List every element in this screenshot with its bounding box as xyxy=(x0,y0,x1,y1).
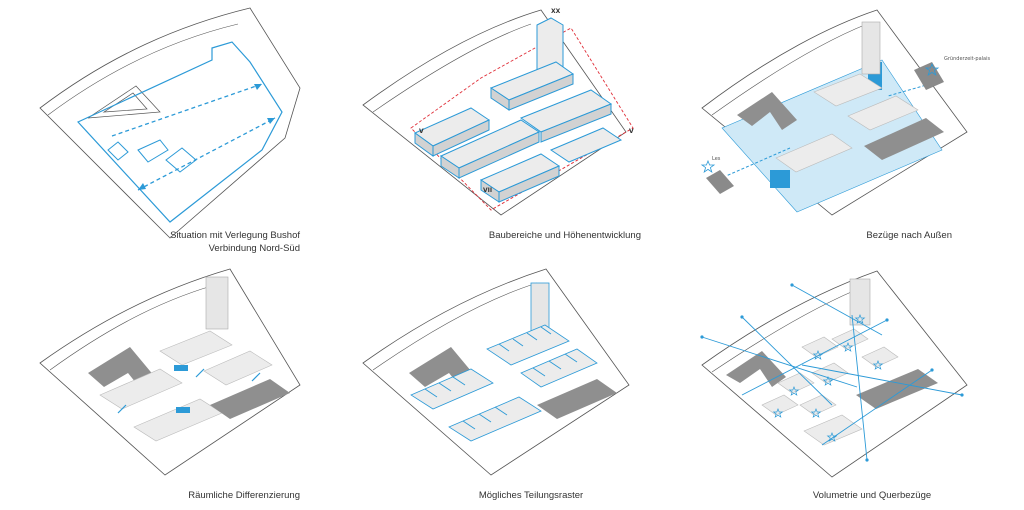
tower-block xyxy=(861,21,881,75)
triangle-building xyxy=(726,351,786,387)
north-south-connection-lower xyxy=(137,117,276,191)
panel-bezuege: Gründerzeit-palais Les Bezüge nach Außen xyxy=(682,0,1023,255)
caption-situation-line1: Situation mit Verlegung Bushof xyxy=(170,230,300,241)
site-boundary xyxy=(77,41,283,223)
rail-line xyxy=(47,23,239,116)
block-north xyxy=(159,330,233,366)
star-icon xyxy=(924,62,940,76)
rail-line xyxy=(372,23,532,113)
existing-buildings xyxy=(107,139,197,173)
site-outline xyxy=(701,270,968,478)
caption-differenzierung: Räumliche Differenzierung xyxy=(188,490,300,501)
cross-reference-lines xyxy=(701,284,963,461)
caption-situation: Situation mit Verlegung Bushof Verbindun… xyxy=(120,229,300,255)
block-north-sides xyxy=(490,73,574,111)
teilungsraster-drawing xyxy=(362,268,630,476)
caption-teilungsraster: Mögliches Teilungsraster xyxy=(478,490,584,501)
block-west xyxy=(410,368,494,410)
landmark-building xyxy=(914,62,944,90)
baubereiche-drawing: XX V V VII xyxy=(362,8,634,216)
block-southeast xyxy=(549,127,623,163)
height-label: VII xyxy=(483,187,492,194)
arrow-head-icon xyxy=(254,84,262,90)
differenzierung-drawing xyxy=(39,268,301,476)
triangle-building xyxy=(737,92,797,130)
block-north xyxy=(486,324,570,366)
block-dark xyxy=(856,369,938,409)
height-label: V xyxy=(419,128,424,135)
landmark-label: Gründerzeit-palais xyxy=(944,56,991,62)
external-link-line xyxy=(725,147,791,177)
volume-block xyxy=(801,336,839,358)
tower-block xyxy=(849,278,871,326)
direction-arrow xyxy=(117,404,127,414)
rail-line xyxy=(372,282,538,371)
external-link-line xyxy=(887,83,931,97)
partition-grid xyxy=(424,326,578,430)
caption-volumetrie: Volumetrie und Querbezüge xyxy=(812,490,932,501)
direction-arrow xyxy=(195,368,205,378)
space-accent xyxy=(174,365,188,371)
block-north xyxy=(813,73,883,107)
building-zone-marker xyxy=(410,27,634,211)
site-outline xyxy=(39,268,301,476)
caption-bezuege: Bezüge nach Außen xyxy=(866,230,952,241)
height-label: XX xyxy=(551,8,561,15)
block-center-sides xyxy=(440,131,540,179)
landmark-label: Les xyxy=(712,156,721,162)
north-south-connection-upper xyxy=(111,83,263,137)
rail-line xyxy=(711,23,868,116)
block-dark xyxy=(537,379,617,419)
volumetrie-drawing xyxy=(700,270,968,478)
block-south-sides xyxy=(480,165,560,203)
landmark-building xyxy=(706,170,734,194)
panel-baubereiche: XX V V VII Baubereiche und Höhenentwickl… xyxy=(341,0,682,255)
direction-arrow xyxy=(251,372,261,382)
block-dark xyxy=(210,379,290,419)
arrow-head-icon xyxy=(267,118,275,124)
panel-teilungsraster: Mögliches Teilungsraster xyxy=(341,255,682,510)
bus-hub-triangle xyxy=(87,85,161,119)
volume-block xyxy=(761,394,799,416)
site-outline xyxy=(362,268,630,476)
site-outline xyxy=(39,7,301,239)
panel-differenzierung: Räumliche Differenzierung xyxy=(0,255,341,510)
arrow-head-icon xyxy=(138,183,146,190)
bezuege-drawing: Gründerzeit-palais Les xyxy=(700,9,991,216)
block-center xyxy=(775,133,853,173)
block-south xyxy=(133,398,223,442)
panel-volumetrie: Volumetrie und Querbezüge xyxy=(682,255,1023,510)
volume-block xyxy=(811,362,849,384)
site-outline xyxy=(701,9,968,216)
caption-situation-line2: Verbindung Nord-Süd xyxy=(208,243,300,254)
tower-block xyxy=(205,276,229,330)
volume-block xyxy=(861,346,899,368)
site-outline xyxy=(362,9,627,216)
rail-line xyxy=(49,282,223,371)
panel-situation: Situation mit Verlegung Bushof Verbindun… xyxy=(0,0,341,255)
block-dark xyxy=(864,118,944,160)
volume-block xyxy=(803,414,863,446)
block-east xyxy=(847,95,919,131)
situation-drawing xyxy=(39,7,301,239)
block-south xyxy=(448,396,542,442)
connection-dots xyxy=(700,283,964,462)
block-west-sides xyxy=(414,119,490,157)
star-icon xyxy=(772,314,884,442)
open-space-highlight xyxy=(770,170,790,188)
space-accent xyxy=(176,407,190,413)
block-east-side xyxy=(540,103,612,143)
star-icon xyxy=(700,159,716,173)
building-blocks xyxy=(414,17,623,203)
caption-baubereiche: Baubereiche und Höhenentwicklung xyxy=(488,230,641,241)
rail-line xyxy=(711,284,869,373)
block-west xyxy=(99,368,183,410)
height-label: V xyxy=(629,128,634,135)
block-east xyxy=(203,350,273,386)
